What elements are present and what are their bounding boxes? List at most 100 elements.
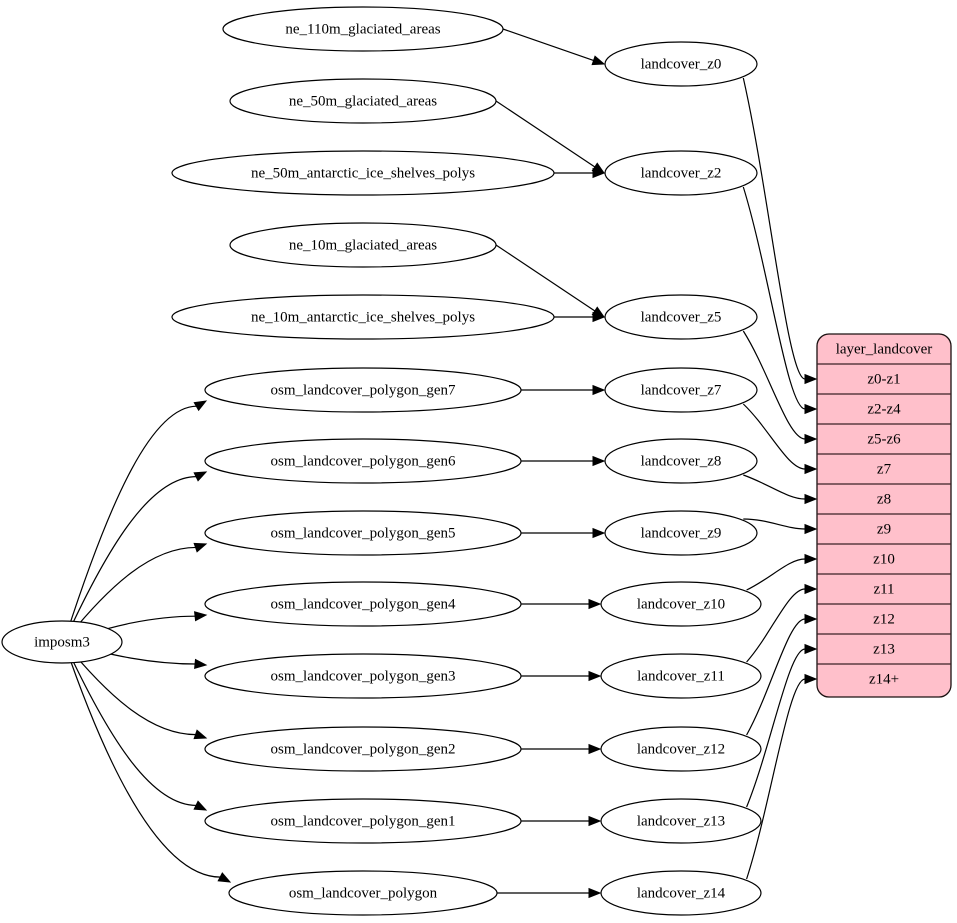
node-osm_landcover_polygon_gen7[interactable]: osm_landcover_polygon_gen7 <box>204 367 522 413</box>
node-ne_10m_antarctic_ice_shelves_polys[interactable]: ne_10m_antarctic_ice_shelves_polys <box>171 294 555 340</box>
node-shape <box>204 367 522 413</box>
edge-landcover_z7-to-layer-row-3-arrow-icon <box>804 463 818 475</box>
node-osm_landcover_polygon_gen1[interactable]: osm_landcover_polygon_gen1 <box>204 798 522 844</box>
edge-ne_50m_antarctic_ice_shelves_polys-to-landcover_z2-arrow-icon <box>592 167 606 179</box>
table-row[interactable]: z8 <box>817 484 951 514</box>
node-label: landcover_z11 <box>637 668 725 684</box>
node-shape <box>604 41 758 87</box>
node-shape <box>604 438 758 484</box>
node-shape <box>171 150 555 196</box>
edge-imposm3-to-osm_landcover_polygon_gen6-arrow-icon <box>193 471 208 482</box>
edge-landcover_z8-to-layer-row-4-arrow-icon <box>804 493 818 505</box>
node-shape <box>204 798 522 844</box>
node-label: ne_50m_glaciated_areas <box>289 93 437 109</box>
table-row[interactable]: z10 <box>817 544 951 574</box>
node-landcover_z5[interactable]: landcover_z5 <box>604 294 758 340</box>
node-shape <box>228 870 498 916</box>
table-background <box>816 333 952 698</box>
table-row-label: z5-z6 <box>867 431 901 447</box>
node-osm_landcover_polygon_gen3[interactable]: osm_landcover_polygon_gen3 <box>204 653 522 699</box>
node-shape <box>222 6 504 52</box>
edge-osm_landcover_polygon_gen1-to-landcover_z13-arrow-icon <box>588 815 602 827</box>
node-landcover_z11[interactable]: landcover_z11 <box>600 653 762 699</box>
node-ne_50m_antarctic_ice_shelves_polys[interactable]: ne_50m_antarctic_ice_shelves_polys <box>171 150 555 196</box>
table-row-label: z11 <box>873 581 894 597</box>
node-shape <box>204 510 522 556</box>
table-row-label: z2-z4 <box>867 401 901 417</box>
edge-landcover_z5-to-layer-row-2-arrow-icon <box>804 433 818 445</box>
node-landcover_z7[interactable]: landcover_z7 <box>604 367 758 413</box>
node-osm_landcover_polygon[interactable]: osm_landcover_polygon <box>228 870 498 916</box>
node-label: osm_landcover_polygon_gen6 <box>271 453 456 469</box>
node-label: imposm3 <box>34 634 90 650</box>
node-ne_110m_glaciated_areas[interactable]: ne_110m_glaciated_areas <box>222 6 504 52</box>
node-label: landcover_z14 <box>637 885 726 901</box>
node-shape <box>600 726 762 772</box>
table-row[interactable]: z0-z1 <box>817 364 951 394</box>
edge-landcover_z13-to-layer-row-9 <box>746 648 806 808</box>
node-osm_landcover_polygon_gen5[interactable]: osm_landcover_polygon_gen5 <box>204 510 522 556</box>
edge-landcover_z7-to-layer-row-3 <box>742 403 806 470</box>
edge-imposm3-to-osm_landcover_polygon_gen6 <box>63 476 197 643</box>
node-imposm3[interactable]: imposm3 <box>1 620 123 664</box>
node-shape <box>604 510 758 556</box>
node-label: osm_landcover_polygon <box>289 885 438 901</box>
node-ne_10m_glaciated_areas[interactable]: ne_10m_glaciated_areas <box>229 222 497 268</box>
edge-osm_landcover_polygon-to-landcover_z14-arrow-icon <box>588 887 602 899</box>
node-landcover_z2[interactable]: landcover_z2 <box>604 150 758 196</box>
node-landcover_z0[interactable]: landcover_z0 <box>604 41 758 87</box>
edge-osm_landcover_polygon_gen3-to-landcover_z11-arrow-icon <box>588 670 602 682</box>
edge-ne_110m_glaciated_areas-to-landcover_z0 <box>502 28 595 62</box>
edge-imposm3-to-osm_landcover_polygon_gen7-arrow-icon <box>193 400 208 412</box>
node-label: osm_landcover_polygon_gen2 <box>271 741 456 757</box>
node-shape <box>1 620 123 664</box>
node-landcover_z14[interactable]: landcover_z14 <box>600 870 762 916</box>
node-shape <box>204 726 522 772</box>
table-row[interactable]: z12 <box>817 604 951 634</box>
table-row[interactable]: z5-z6 <box>817 424 951 454</box>
edge-osm_landcover_polygon_gen2-to-landcover_z12-arrow-icon <box>588 743 602 755</box>
edge-imposm3-to-osm_landcover_polygon_gen3-arrow-icon <box>194 658 208 670</box>
node-shape <box>204 581 522 627</box>
table-row[interactable]: z9 <box>817 514 951 544</box>
table-row[interactable]: z14+ <box>817 664 951 694</box>
edge-imposm3-to-osm_landcover_polygon_gen7 <box>63 405 197 643</box>
node-shape <box>600 870 762 916</box>
node-landcover_z13[interactable]: landcover_z13 <box>600 798 762 844</box>
edge-imposm3-to-osm_landcover_polygon_gen2-arrow-icon <box>193 729 208 740</box>
node-osm_landcover_polygon_gen6[interactable]: osm_landcover_polygon_gen6 <box>204 438 522 484</box>
edge-landcover_z2-to-layer-row-1-arrow-icon <box>804 403 818 415</box>
edge-ne_50m_glaciated_areas-to-landcover_z2 <box>495 100 596 168</box>
node-shape <box>171 294 555 340</box>
nodes-layer: ne_110m_glaciated_areas ne_50m_glaciated_… <box>1 6 762 916</box>
node-landcover_z12[interactable]: landcover_z12 <box>600 726 762 772</box>
edge-landcover_z10-to-layer-row-6 <box>746 558 806 591</box>
node-landcover_z10[interactable]: landcover_z10 <box>600 581 762 627</box>
node-label: ne_10m_glaciated_areas <box>289 237 437 253</box>
edge-landcover_z13-to-layer-row-9-arrow-icon <box>804 643 818 655</box>
node-osm_landcover_polygon_gen2[interactable]: osm_landcover_polygon_gen2 <box>204 726 522 772</box>
table-row[interactable]: z7 <box>817 454 951 484</box>
table-row-label: z10 <box>873 551 895 567</box>
node-shape <box>604 150 758 196</box>
table-row[interactable]: z2-z4 <box>817 394 951 424</box>
node-osm_landcover_polygon_gen4[interactable]: osm_landcover_polygon_gen4 <box>204 581 522 627</box>
layer-landcover-record[interactable]: layer_landcoverz0-z1z2-z4z5-z6z7z8z9z10z… <box>816 333 952 698</box>
table-row[interactable]: z11 <box>817 574 951 604</box>
edge-landcover_z11-to-layer-row-7-arrow-icon <box>804 583 818 595</box>
node-landcover_z9[interactable]: landcover_z9 <box>604 510 758 556</box>
node-landcover_z8[interactable]: landcover_z8 <box>604 438 758 484</box>
table-row[interactable]: z13 <box>817 634 951 664</box>
edge-imposm3-to-osm_landcover_polygon-arrow-icon <box>217 872 232 883</box>
table-row-label: z14+ <box>869 671 899 687</box>
node-shape <box>604 367 758 413</box>
edge-ne_110m_glaciated_areas-to-landcover_z0-arrow-icon <box>591 55 606 66</box>
edge-osm_landcover_polygon_gen5-to-landcover_z9-arrow-icon <box>592 527 606 539</box>
node-ne_50m_glaciated_areas[interactable]: ne_50m_glaciated_areas <box>229 78 497 124</box>
edge-ne_10m_glaciated_areas-to-landcover_z5 <box>495 244 596 312</box>
edge-imposm3-to-osm_landcover_polygon_gen1 <box>63 641 197 807</box>
table-row-label: z8 <box>877 491 891 507</box>
node-label: ne_10m_antarctic_ice_shelves_polys <box>251 309 475 325</box>
edge-landcover_z12-to-layer-row-8 <box>746 618 806 736</box>
edge-landcover_z12-to-layer-row-8-arrow-icon <box>804 613 818 625</box>
